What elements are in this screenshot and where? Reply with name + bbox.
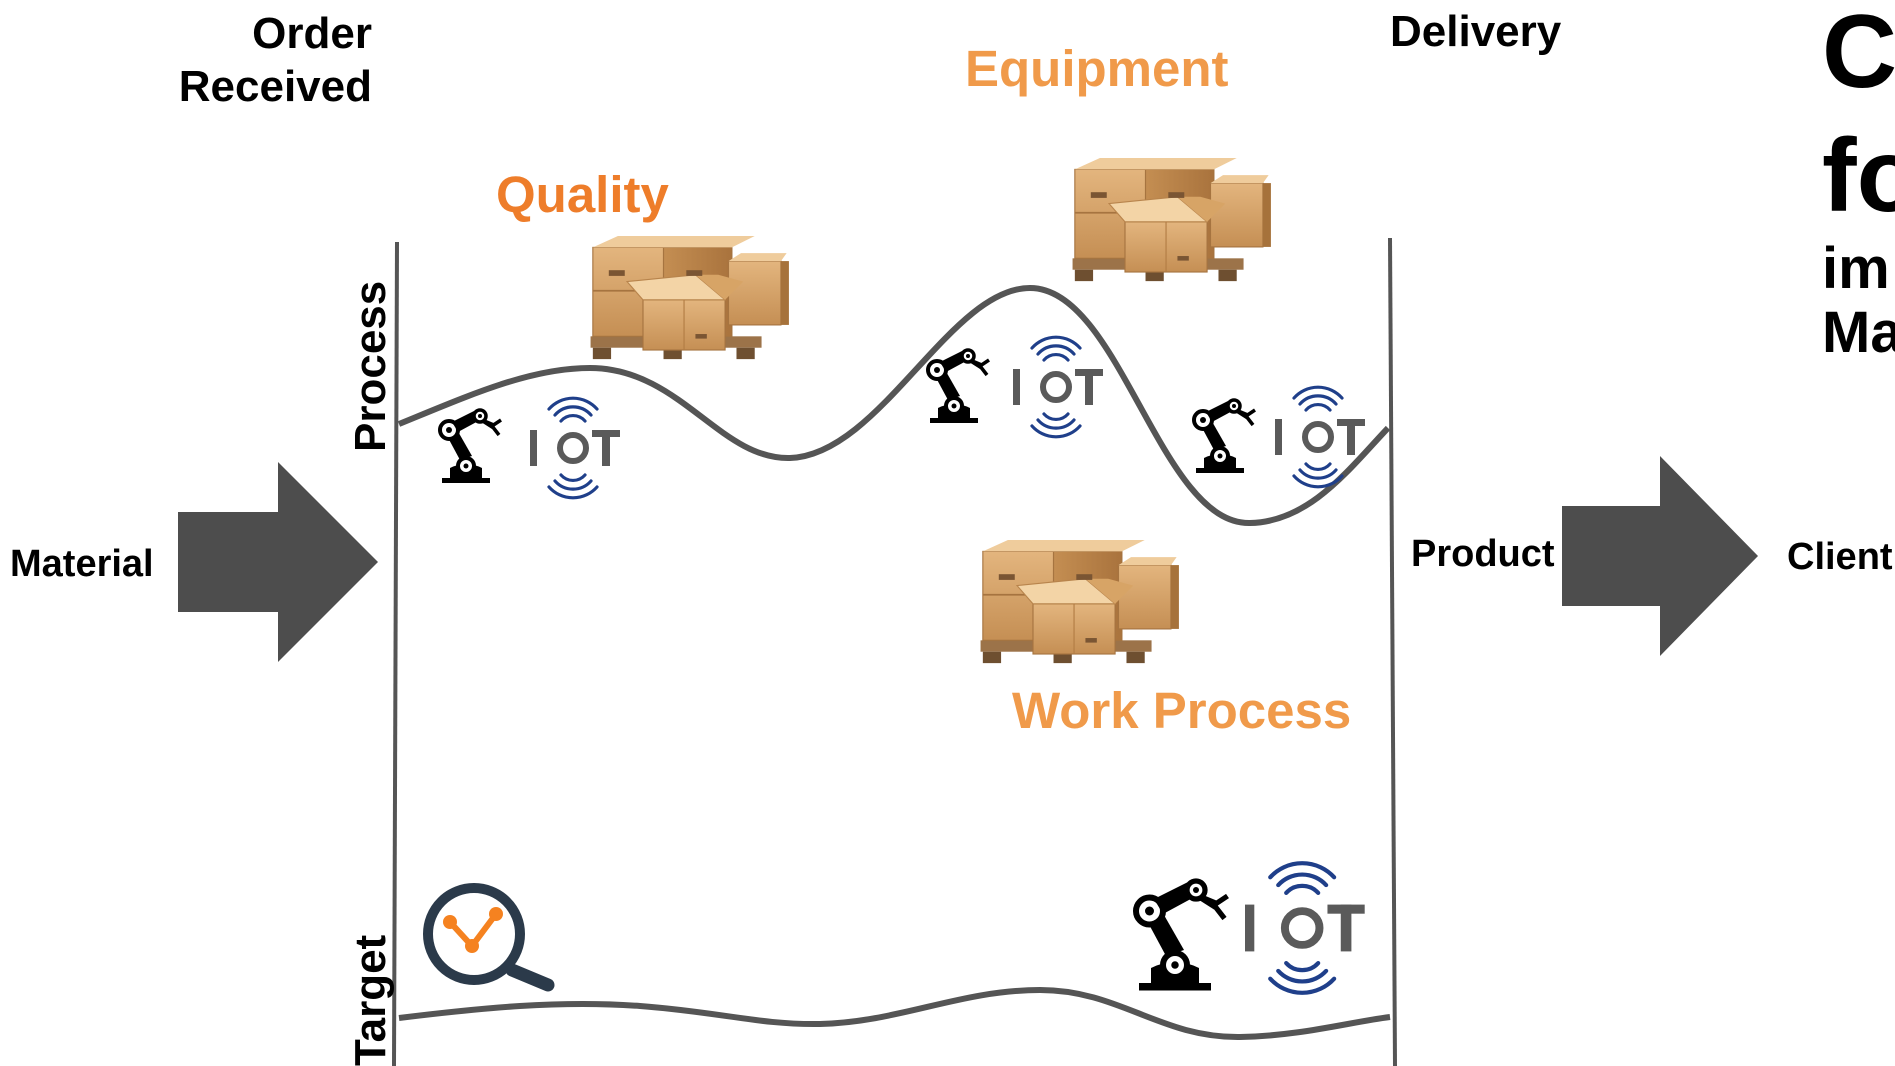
client-label: Client (1787, 536, 1893, 578)
order-received-line2: Received (178, 61, 372, 111)
analytics-magnifier-icon (423, 883, 555, 992)
order-received-label: Order Received (160, 8, 372, 114)
product-label: Product (1411, 533, 1555, 575)
target-axis-label: Target (346, 934, 395, 1066)
client-output-arrow (1562, 456, 1758, 656)
delivery-label: Delivery (1390, 7, 1562, 56)
iot-logo-icon-2 (1013, 337, 1103, 437)
quality-label: Quality (496, 166, 669, 223)
process-curve (397, 284, 1391, 527)
title-line-3: im (1822, 236, 1890, 301)
cardboard-boxes-quality-icon (589, 235, 790, 360)
cardboard-boxes-equipment-icon (1071, 157, 1272, 282)
target-curve (398, 986, 1391, 1041)
material-label: Material (10, 543, 154, 585)
material-input-arrow (178, 462, 378, 662)
order-received-line1: Order (252, 9, 372, 58)
iot-logo-icon-1 (530, 398, 620, 498)
robot-arm-icon-2 (926, 348, 991, 425)
equipment-label: Equipment (965, 40, 1229, 97)
work-process-label: Work Process (1012, 682, 1352, 739)
title-line-1: C (1822, 0, 1895, 110)
title-line-2: fo (1822, 118, 1895, 234)
iot-logo-icon-3 (1275, 387, 1365, 487)
robot-arm-icon-3 (1192, 398, 1257, 475)
cardboard-boxes-work-process-icon (979, 539, 1180, 664)
process-axis-label: Process (346, 280, 395, 452)
robot-arm-icon-4 (1136, 881, 1228, 991)
delivery-boundary-line (1388, 237, 1397, 1066)
title-line-4: Ma (1822, 300, 1895, 365)
iot-logo-icon-4 (1245, 863, 1365, 993)
robot-arm-icon-1 (438, 408, 503, 485)
order-received-boundary-line (392, 241, 399, 1066)
